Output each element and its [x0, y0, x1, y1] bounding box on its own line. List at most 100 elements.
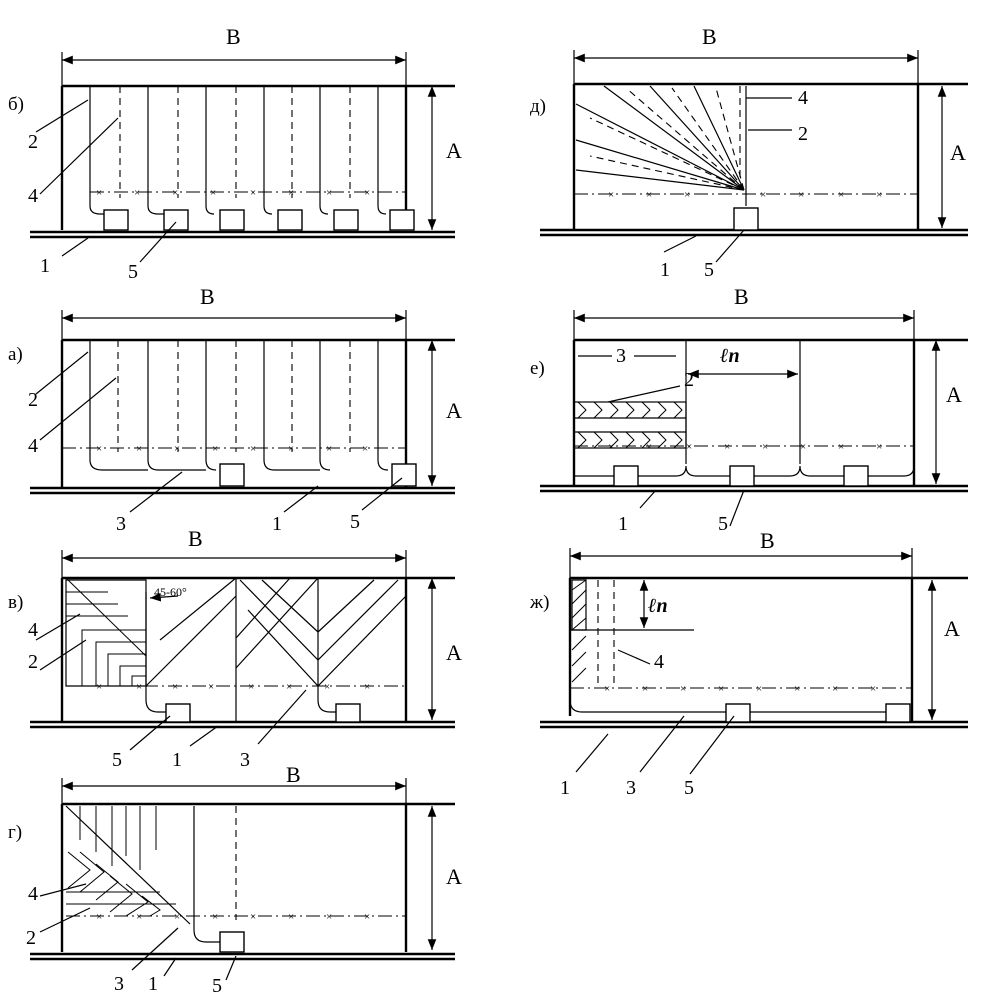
svg-text:×: × — [134, 187, 140, 199]
svg-text:×: × — [250, 911, 256, 923]
svg-text:×: × — [288, 443, 294, 455]
svg-text:×: × — [684, 189, 690, 201]
panel-g-height-label: A — [446, 864, 462, 889]
svg-text:×: × — [172, 187, 178, 199]
svg-text:×: × — [326, 911, 332, 923]
svg-text:×: × — [174, 911, 180, 923]
svg-text:×: × — [642, 683, 648, 695]
svg-text:×: × — [876, 441, 882, 453]
svg-text:×: × — [96, 187, 102, 199]
svg-text:×: × — [250, 187, 256, 199]
panel-e-label-3: 3 — [616, 345, 626, 367]
panel-a-width-label: B — [200, 284, 215, 309]
svg-text:×: × — [248, 681, 254, 693]
panel-g: г) B A ×××××××× 4 2 3 1 5 — [8, 762, 462, 997]
svg-text:×: × — [680, 683, 686, 695]
panel-v: в) B A ×××××××× 45-60° — [8, 526, 462, 771]
svg-text:×: × — [724, 441, 730, 453]
svg-text:×: × — [364, 187, 370, 199]
svg-text:×: × — [326, 443, 332, 455]
svg-text:×: × — [756, 683, 762, 695]
panel-e-tag: е) — [530, 358, 545, 379]
svg-text:×: × — [870, 683, 876, 695]
panel-a-label-3: 3 — [116, 513, 126, 535]
panel-b-label-4: 4 — [28, 185, 38, 207]
panel-b-height-label: A — [446, 138, 462, 163]
panel-zh-width-label: B — [760, 528, 775, 553]
svg-text:×: × — [364, 681, 370, 693]
svg-text:×: × — [762, 441, 768, 453]
panel-d-label-4: 4 — [798, 87, 808, 109]
svg-text:×: × — [838, 189, 844, 201]
panel-a-label-5: 5 — [350, 511, 360, 533]
svg-text:×: × — [364, 911, 370, 923]
panel-zh: ж) B A ℓn ×××××××× 4 1 3 5 — [529, 528, 968, 799]
panel-zh-height-label: A — [944, 616, 960, 641]
svg-text:×: × — [288, 911, 294, 923]
panel-v-label-4: 4 — [28, 619, 38, 641]
svg-text:×: × — [96, 911, 102, 923]
panel-a-label-4: 4 — [28, 435, 38, 457]
svg-text:×: × — [250, 443, 256, 455]
panel-e-width-label: B — [734, 284, 749, 309]
panel-v-angle-label: 45-60° — [154, 585, 187, 599]
svg-text:×: × — [210, 187, 216, 199]
panel-g-label-5: 5 — [212, 975, 222, 997]
panel-d-tag: д) — [530, 96, 546, 117]
svg-text:×: × — [96, 443, 102, 455]
svg-text:×: × — [686, 441, 692, 453]
panel-zh-label-1: 1 — [560, 777, 570, 799]
svg-text:×: × — [718, 683, 724, 695]
svg-text:×: × — [608, 441, 614, 453]
panel-g-label-2: 2 — [26, 927, 36, 949]
panel-a: а) B A ×××××××× 2 4 3 1 5 — [8, 284, 462, 535]
panel-v-height-label: A — [446, 640, 462, 665]
panel-v-label-2: 2 — [28, 651, 38, 673]
panel-e-label-1: 1 — [618, 513, 628, 535]
svg-text:×: × — [96, 681, 102, 693]
panel-b: б) B A × × × × × × × × 2 4 1 5 — [8, 24, 462, 283]
panel-b-width-label: B — [226, 24, 241, 49]
svg-text:×: × — [362, 443, 368, 455]
panel-a-height-label: A — [446, 398, 462, 423]
panel-g-label-3: 3 — [114, 973, 124, 995]
panel-zh-label-5: 5 — [684, 777, 694, 799]
svg-text:×: × — [286, 681, 292, 693]
panel-b-tag: б) — [8, 94, 24, 115]
svg-text:×: × — [324, 681, 330, 693]
svg-text:×: × — [604, 683, 610, 695]
svg-text:×: × — [646, 441, 652, 453]
panel-a-label-1: 1 — [272, 513, 282, 535]
panel-e-height-label: A — [946, 382, 962, 407]
panel-b-label-5: 5 — [128, 261, 138, 283]
panel-d-height-label: A — [950, 140, 966, 165]
panel-v-tag: в) — [8, 592, 23, 613]
panel-g-width-label: B — [286, 762, 301, 787]
panel-a-label-2: 2 — [28, 389, 38, 411]
svg-text:×: × — [288, 187, 294, 199]
panel-d-label-2: 2 — [798, 123, 808, 145]
panel-a-tag: а) — [8, 344, 23, 365]
panel-v-label-1: 1 — [172, 749, 182, 771]
svg-text:×: × — [876, 189, 882, 201]
panel-b-label-1: 1 — [40, 255, 50, 277]
panel-g-label-4: 4 — [28, 883, 38, 905]
panel-g-tag: г) — [8, 822, 22, 843]
svg-text:×: × — [326, 187, 332, 199]
panel-v-label-5: 5 — [112, 749, 122, 771]
panel-d-label-1: 1 — [660, 259, 670, 281]
panel-e: е) B A ×××××××× ℓn 3 2 1 5 — [530, 284, 968, 535]
panel-zh-span-label: ℓn — [648, 595, 668, 617]
panel-e-label-5: 5 — [718, 513, 728, 535]
panel-b-label-2: 2 — [28, 131, 38, 153]
svg-text:×: × — [798, 189, 804, 201]
svg-text:×: × — [832, 683, 838, 695]
panel-zh-tag: ж) — [529, 592, 549, 613]
panel-zh-label-3: 3 — [626, 777, 636, 799]
panel-zh-label-4: 4 — [654, 651, 664, 673]
svg-text:×: × — [136, 443, 142, 455]
svg-text:×: × — [800, 441, 806, 453]
svg-text:×: × — [174, 443, 180, 455]
svg-text:×: × — [760, 189, 766, 201]
